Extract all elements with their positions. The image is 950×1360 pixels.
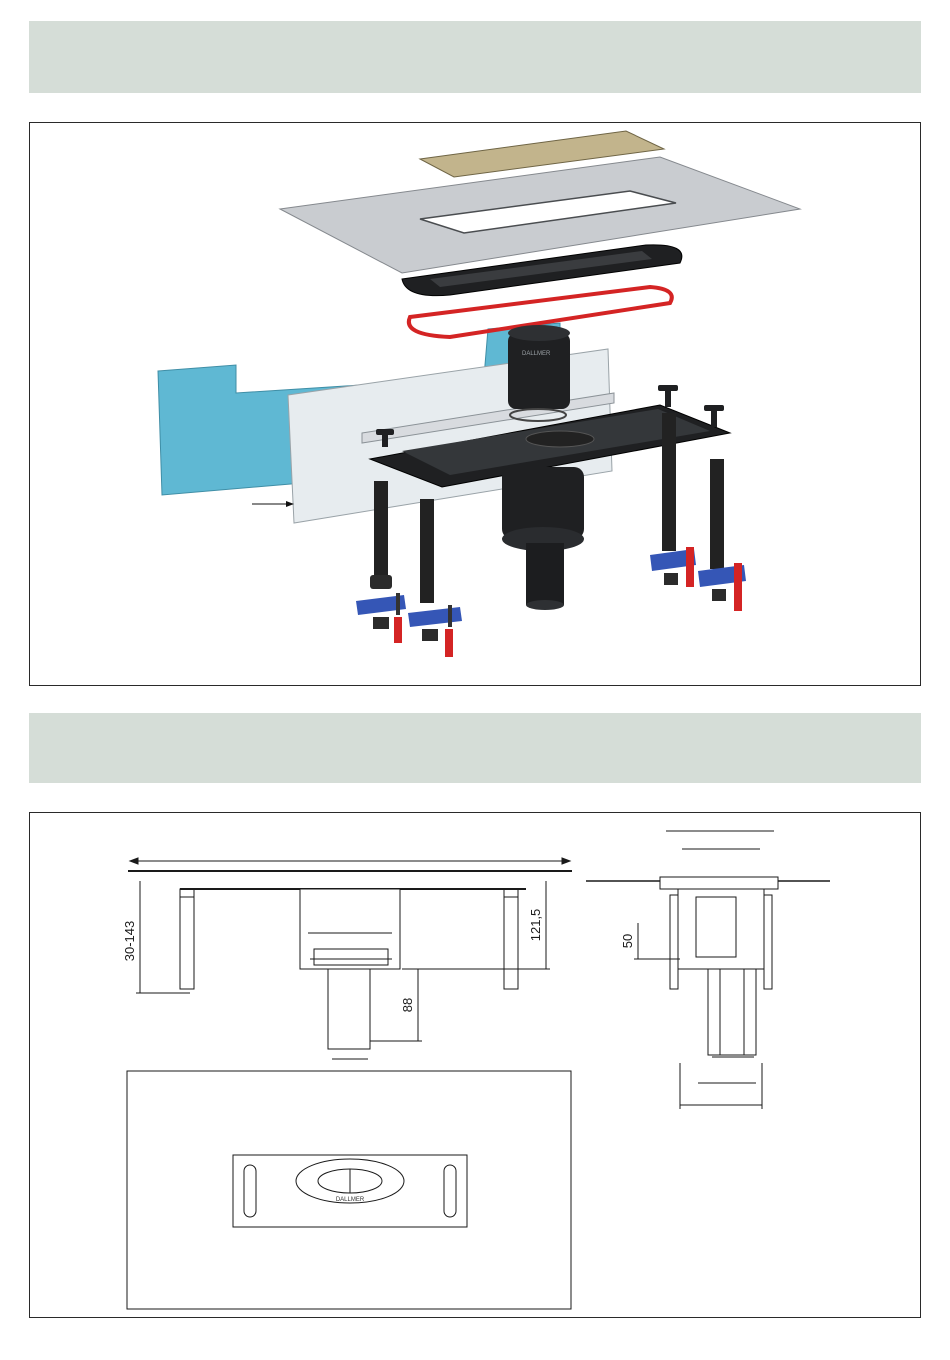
trap-logo-text: DALLMER	[522, 351, 551, 357]
exploded-view-frame: DALLMER	[29, 122, 921, 686]
dim-side-depth: 50	[620, 934, 635, 948]
dim-body-height: 121,5	[528, 909, 543, 942]
odour-trap	[508, 333, 570, 409]
technical-drawing: 30-143 121,5 88 50 DALLMER	[30, 813, 920, 1317]
technical-drawing-frame: 30-143 121,5 88 50 DALLMER	[29, 812, 921, 1318]
header-band-middle	[29, 713, 921, 783]
outlet-pipe	[526, 543, 564, 605]
header-band-top	[29, 21, 921, 93]
dim-outlet-length: 88	[400, 998, 415, 1012]
dim-height-range: 30-143	[122, 921, 137, 961]
top-view-logo: DALLMER	[336, 1197, 365, 1203]
leveling-foot-front-center	[408, 499, 462, 657]
leveling-foot-rear-right	[698, 459, 746, 611]
exploded-view-drawing: DALLMER	[30, 123, 920, 685]
